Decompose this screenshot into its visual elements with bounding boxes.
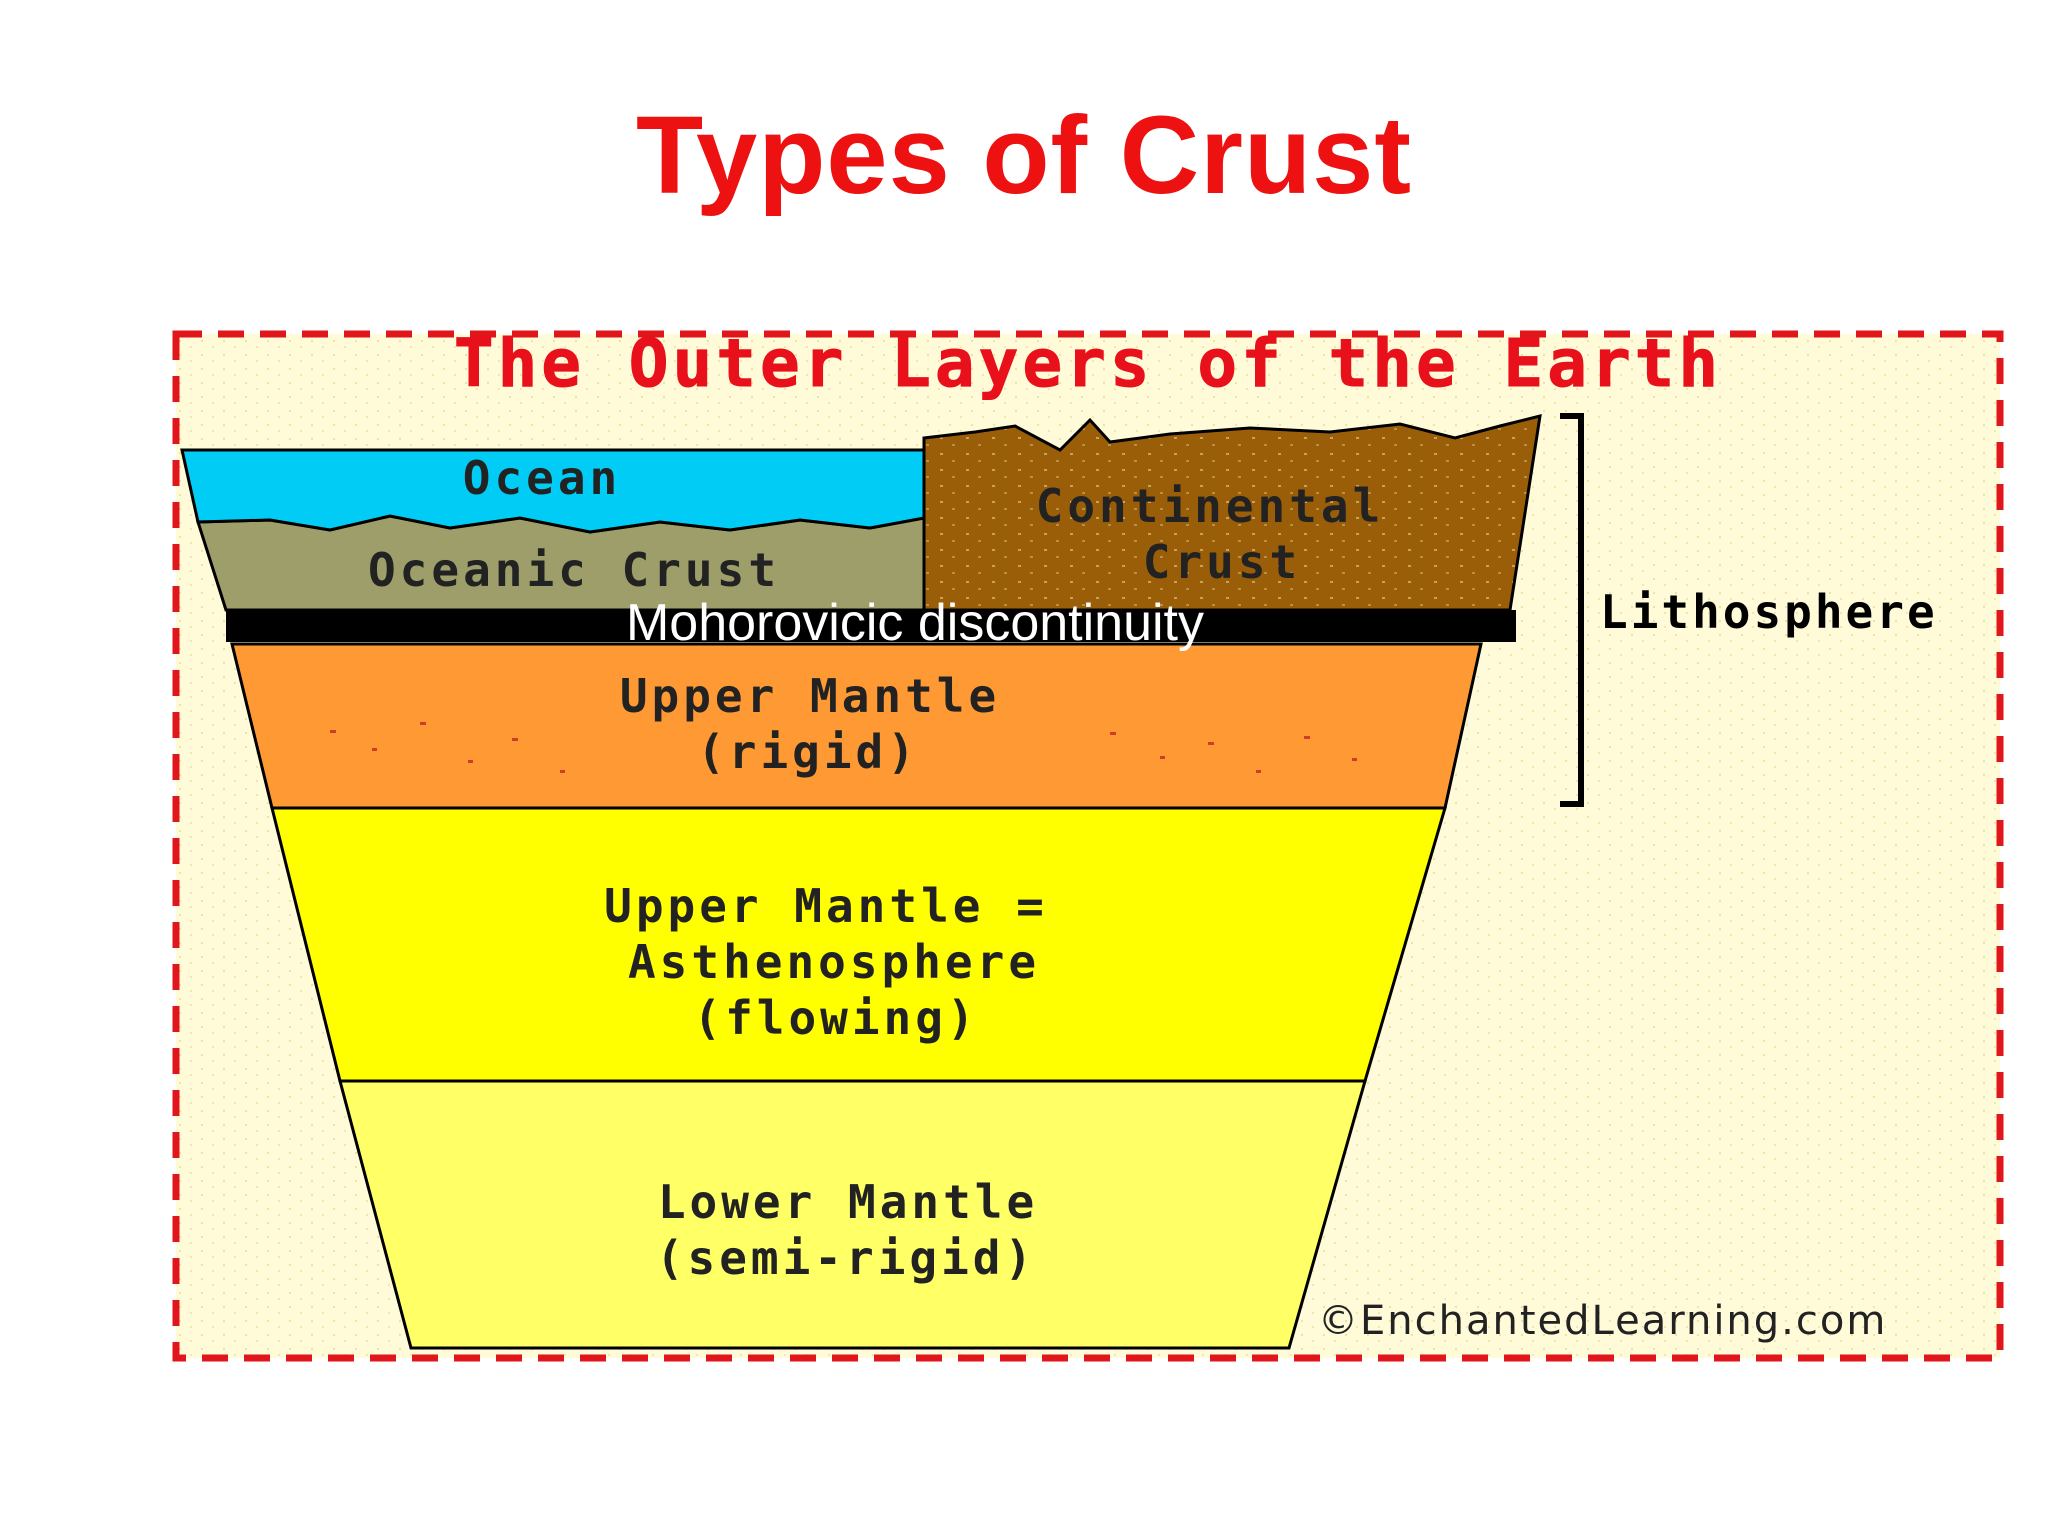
diagram-title: The Outer Layers of the Earth bbox=[454, 325, 1722, 402]
slide-title: Types of Crust bbox=[636, 94, 1412, 217]
lithosphere-bracket bbox=[1560, 413, 1584, 807]
lower-mantle-label-line1: Lower Mantle bbox=[658, 1175, 1038, 1229]
upper-mantle-rigid-label-line1: Upper Mantle bbox=[620, 669, 1000, 723]
ocean-label: Ocean bbox=[463, 451, 621, 505]
upper-mantle-rigid-layer bbox=[230, 642, 1483, 810]
moho-band bbox=[226, 610, 1516, 642]
upper-mantle-rigid-label-line2: (rigid) bbox=[697, 725, 919, 779]
asthenosphere-label-line1: Upper Mantle = bbox=[604, 879, 1048, 933]
continental-crust-label-line1: Continental bbox=[1036, 479, 1385, 533]
copyright-label: ©EnchantedLearning.com bbox=[1318, 1298, 1887, 1344]
lower-mantle-label-line2: (semi-rigid) bbox=[656, 1231, 1036, 1285]
upper-mantle-speckles bbox=[330, 722, 1357, 773]
asthenosphere-label-line2: Asthenosphere bbox=[628, 935, 1040, 989]
continental-crust-layer bbox=[922, 413, 1542, 612]
oceanic-crust-label: Oceanic Crust bbox=[368, 543, 780, 597]
ocean-layer bbox=[180, 448, 926, 534]
continental-crust-label-line2: Crust bbox=[1143, 535, 1301, 589]
moho-label: Mohorovicic discontinuity bbox=[626, 594, 1204, 652]
asthenosphere-label-line3: (flowing) bbox=[693, 991, 978, 1045]
lithosphere-label: Lithosphere bbox=[1600, 585, 1938, 639]
